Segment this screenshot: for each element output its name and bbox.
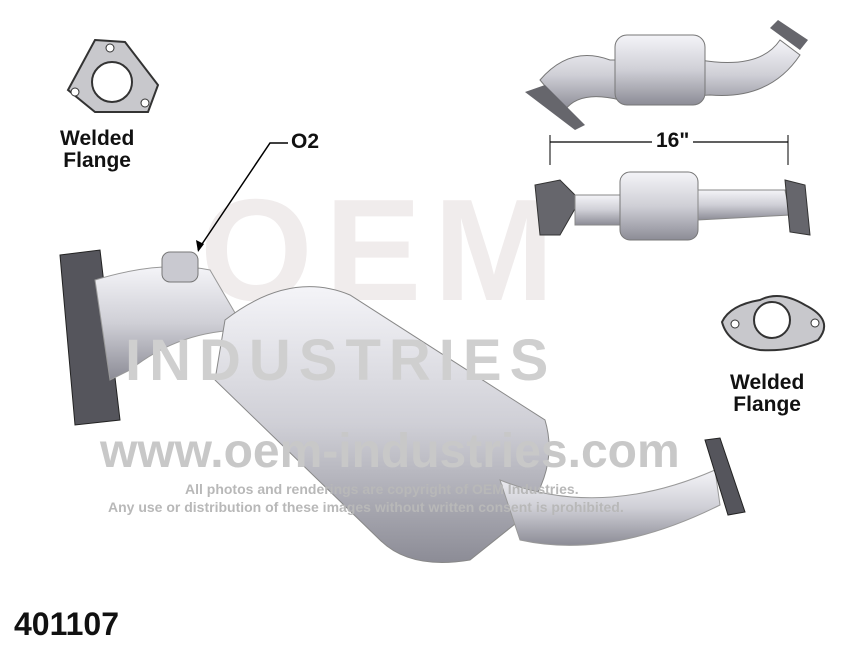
welded-flange-left-line2: Flange [63,149,131,173]
part-number: 401107 [14,606,120,642]
main-converter [59,249,746,563]
welded-flange-right-label: Welded Flange [730,371,805,417]
welded-flange-left-line1: Welded [60,127,135,150]
watermark-url: www.oem-industries.com [100,425,680,478]
watermark-copyright-2: Any use or distribution of these images … [108,499,624,515]
welded-flange-right-line2: Flange [733,393,801,417]
length-dimension-label: 16" [652,129,694,153]
watermark-copyright-1: All photos and renderings are copyright … [185,481,579,497]
gasket-left-icon [66,38,160,113]
watermark-brand: INDUSTRIES [125,328,557,393]
welded-flange-left-label: Welded Flange [60,127,135,173]
welded-flange-right-line1: Welded [730,371,805,394]
gasket-right-icon [720,295,826,352]
o2-sensor-label: O2 [291,130,320,153]
thumbnail-side [534,171,811,241]
thumbnail-top [525,20,808,130]
